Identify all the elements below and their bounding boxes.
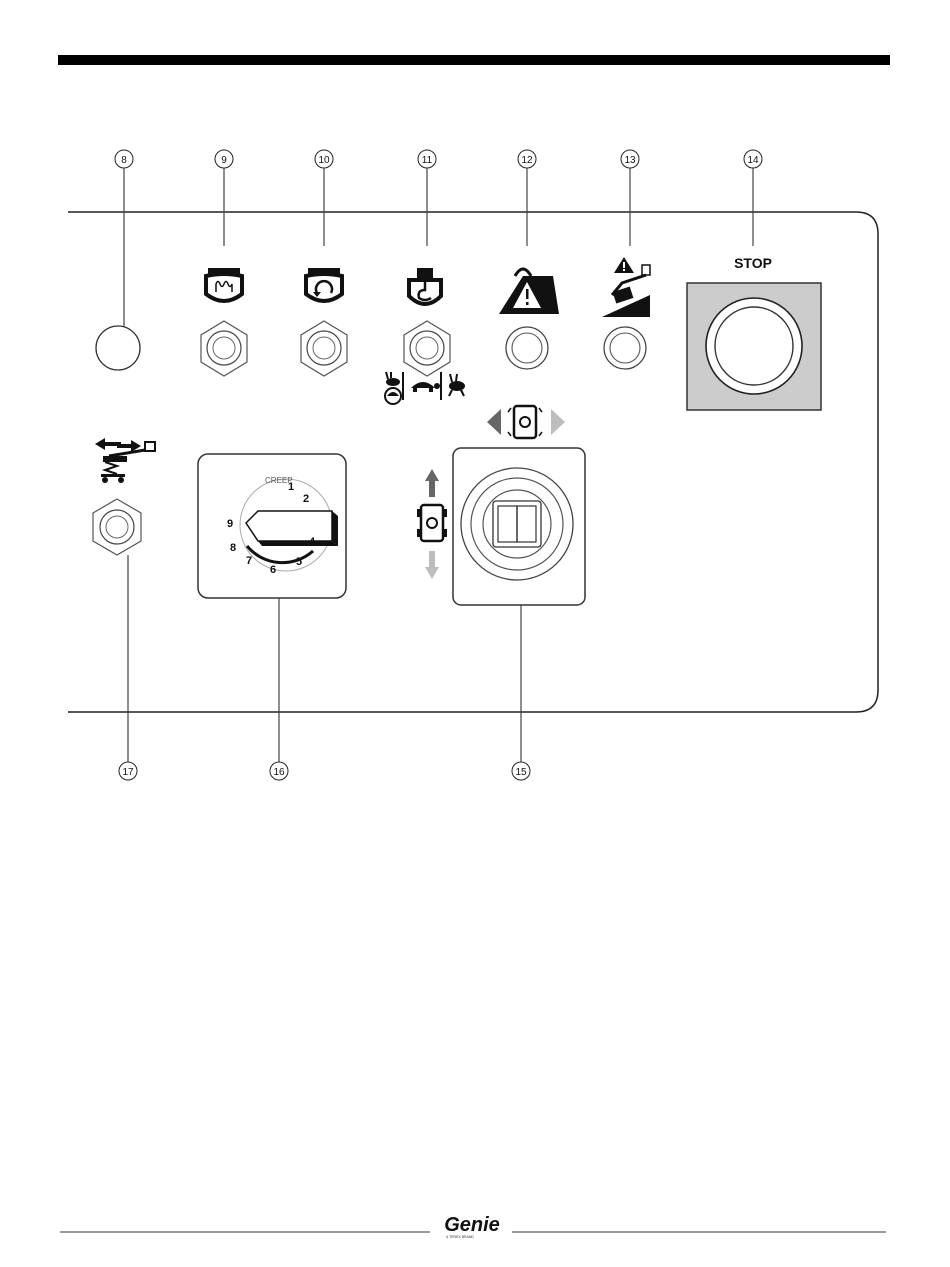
callout-9: 9: [215, 150, 233, 246]
button-8[interactable]: [96, 326, 140, 370]
callout-17: 17: [119, 555, 137, 780]
callout-11: 11: [418, 150, 436, 246]
callout-12: 12: [518, 150, 536, 246]
callout-14: 14: [744, 150, 762, 246]
turtle-icon: [411, 382, 440, 392]
tilt-alarm-icon: [602, 257, 650, 317]
callout-16: 16: [270, 598, 288, 780]
brand-name: Genie: [444, 1214, 500, 1236]
callout-14-label: 14: [747, 155, 759, 166]
callout-10-label: 10: [318, 155, 330, 166]
callout-8: 8: [115, 150, 133, 330]
dial-num-2: 2: [303, 493, 309, 505]
engine-start-button[interactable]: [301, 321, 347, 376]
dial-num-4: 4: [309, 536, 316, 548]
callout-8-label: 8: [121, 155, 127, 166]
dial-num-5: 5: [296, 556, 302, 568]
drive-direction-icon: [417, 469, 447, 579]
dial-num-6: 6: [270, 564, 276, 576]
dial-num-8: 8: [230, 542, 236, 554]
dial-num-9: 9: [227, 518, 233, 530]
platform-overload-icon: [499, 269, 559, 314]
glow-plug-icon: [206, 268, 242, 301]
dial-num-1: 1: [288, 481, 294, 493]
callout-17-label: 17: [122, 767, 134, 778]
tilt-alarm-light: [604, 327, 646, 369]
callout-10: 10: [315, 150, 333, 246]
drive-enable-button[interactable]: [93, 499, 141, 555]
callout-16-label: 16: [273, 767, 285, 778]
callout-13-label: 13: [624, 155, 636, 166]
callout-9-label: 9: [221, 155, 227, 166]
engine-start-icon: [306, 268, 342, 301]
header-bar: [58, 55, 890, 65]
genie-logo: Genie A TEREX BRAND: [444, 1214, 500, 1239]
callout-11-label: 11: [422, 155, 433, 166]
stop-label: STOP: [734, 255, 772, 271]
drive-steer-joystick[interactable]: [461, 468, 573, 580]
drive-enable-icon: [95, 438, 155, 483]
brand-tagline: A TEREX BRAND: [446, 1235, 474, 1239]
callout-12-label: 12: [521, 155, 533, 166]
rabbit-icon: [385, 372, 401, 404]
callout-13: 13: [621, 150, 639, 246]
emergency-stop-button[interactable]: [706, 298, 802, 394]
rabbit-icon: [449, 374, 465, 396]
callout-15: 15: [512, 605, 530, 780]
steer-direction-icon: [487, 406, 565, 438]
engine-speed-icon: [409, 268, 441, 304]
speed-mode-icons: [385, 372, 465, 404]
glow-plug-button[interactable]: [201, 321, 247, 376]
platform-overload-light: [506, 327, 548, 369]
callout-15-label: 15: [515, 767, 527, 778]
dial-num-7: 7: [246, 555, 252, 567]
engine-speed-button[interactable]: [404, 321, 450, 376]
